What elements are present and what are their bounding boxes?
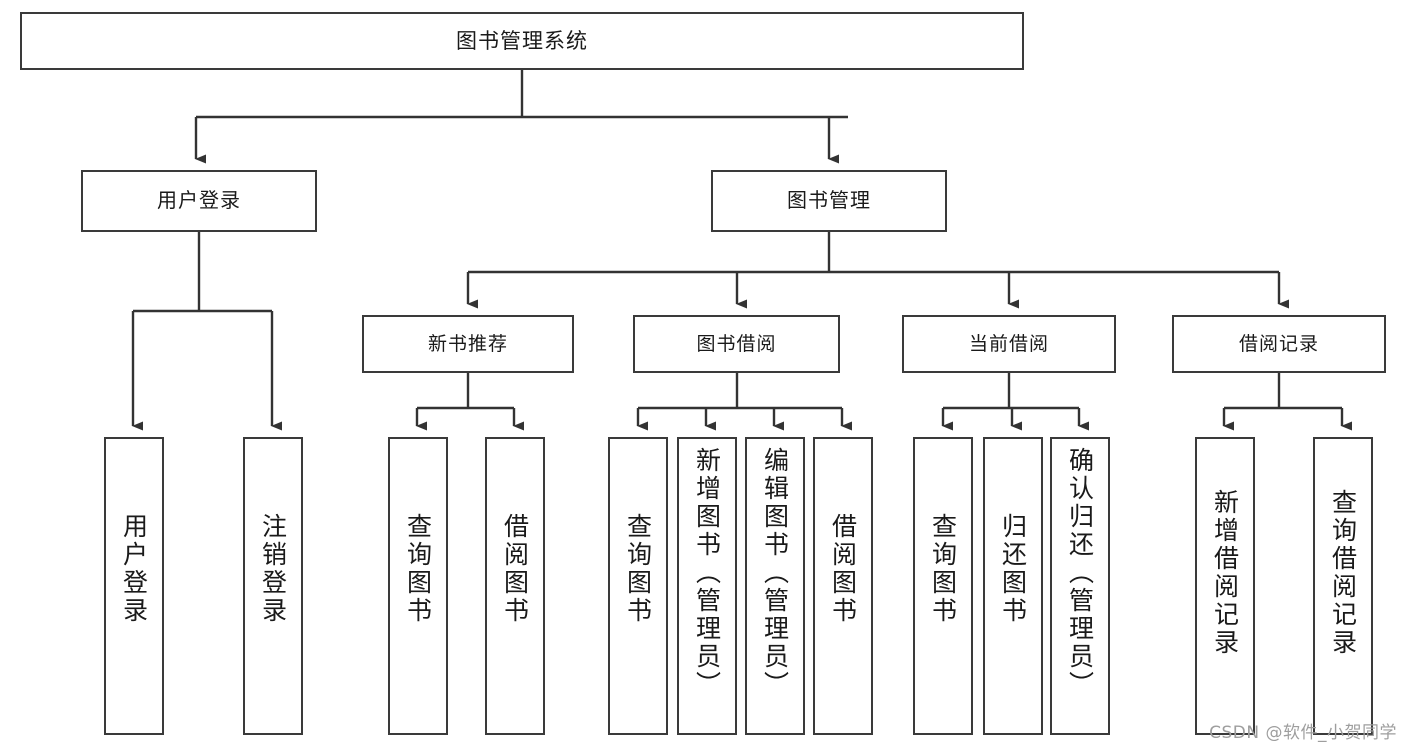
node-label: 归还图书 <box>998 513 1028 625</box>
node-root-system[interactable]: 图书管理系统 <box>20 12 1024 70</box>
leaf-rec-query-book[interactable]: 查询图书 <box>388 437 448 735</box>
leaf-record-add[interactable]: 新增借阅记录 <box>1195 437 1255 735</box>
leaf-record-query[interactable]: 查询借阅记录 <box>1313 437 1373 735</box>
leaf-user-login[interactable]: 用户登录 <box>104 437 164 735</box>
node-current-loan[interactable]: 当前借阅 <box>902 315 1116 373</box>
leaf-loan-return-book[interactable]: 归还图书 <box>983 437 1043 735</box>
node-label: 图书管理系统 <box>456 28 588 53</box>
node-label: 查询图书 <box>403 513 433 625</box>
leaf-borrow-query-book[interactable]: 查询图书 <box>608 437 668 735</box>
node-label: 查询图书 <box>928 513 958 625</box>
leaf-borrow-edit-book[interactable]: 编辑图书（管理员） <box>745 437 805 735</box>
node-label: 用户登录 <box>157 188 241 213</box>
node-label: 图书管理 <box>787 188 871 213</box>
leaf-borrow-add-book[interactable]: 新增图书（管理员） <box>677 437 737 735</box>
node-label: 新书推荐 <box>427 332 508 355</box>
leaf-borrow-borrow-book[interactable]: 借阅图书 <box>813 437 873 735</box>
node-label: 用户登录 <box>119 513 149 625</box>
leaf-loan-query-book[interactable]: 查询图书 <box>913 437 973 735</box>
leaf-rec-borrow-book[interactable]: 借阅图书 <box>485 437 545 735</box>
node-label: 新增图书（管理员） <box>692 447 722 699</box>
node-book-manage[interactable]: 图书管理 <box>711 170 947 232</box>
node-label: 图书借阅 <box>696 332 777 355</box>
node-label: 编辑图书（管理员） <box>760 447 790 699</box>
node-loan-record[interactable]: 借阅记录 <box>1172 315 1386 373</box>
node-label: 借阅图书 <box>500 513 530 625</box>
node-label: 当前借阅 <box>968 332 1049 355</box>
node-label: 注销登录 <box>258 513 288 625</box>
leaf-user-logout[interactable]: 注销登录 <box>243 437 303 735</box>
node-label: 借阅记录 <box>1238 332 1319 355</box>
node-new-book-recommend[interactable]: 新书推荐 <box>362 315 574 373</box>
node-label: 查询图书 <box>623 513 653 625</box>
leaf-loan-confirm-return[interactable]: 确认归还（管理员） <box>1050 437 1110 735</box>
node-label: 借阅图书 <box>828 513 858 625</box>
node-book-borrow[interactable]: 图书借阅 <box>633 315 840 373</box>
node-label: 查询借阅记录 <box>1328 489 1358 657</box>
node-label: 新增借阅记录 <box>1210 489 1240 657</box>
node-label: 确认归还（管理员） <box>1065 447 1095 699</box>
node-user-login[interactable]: 用户登录 <box>81 170 317 232</box>
csdn-watermark: CSDN @软件_小贺同学 <box>1209 723 1397 743</box>
